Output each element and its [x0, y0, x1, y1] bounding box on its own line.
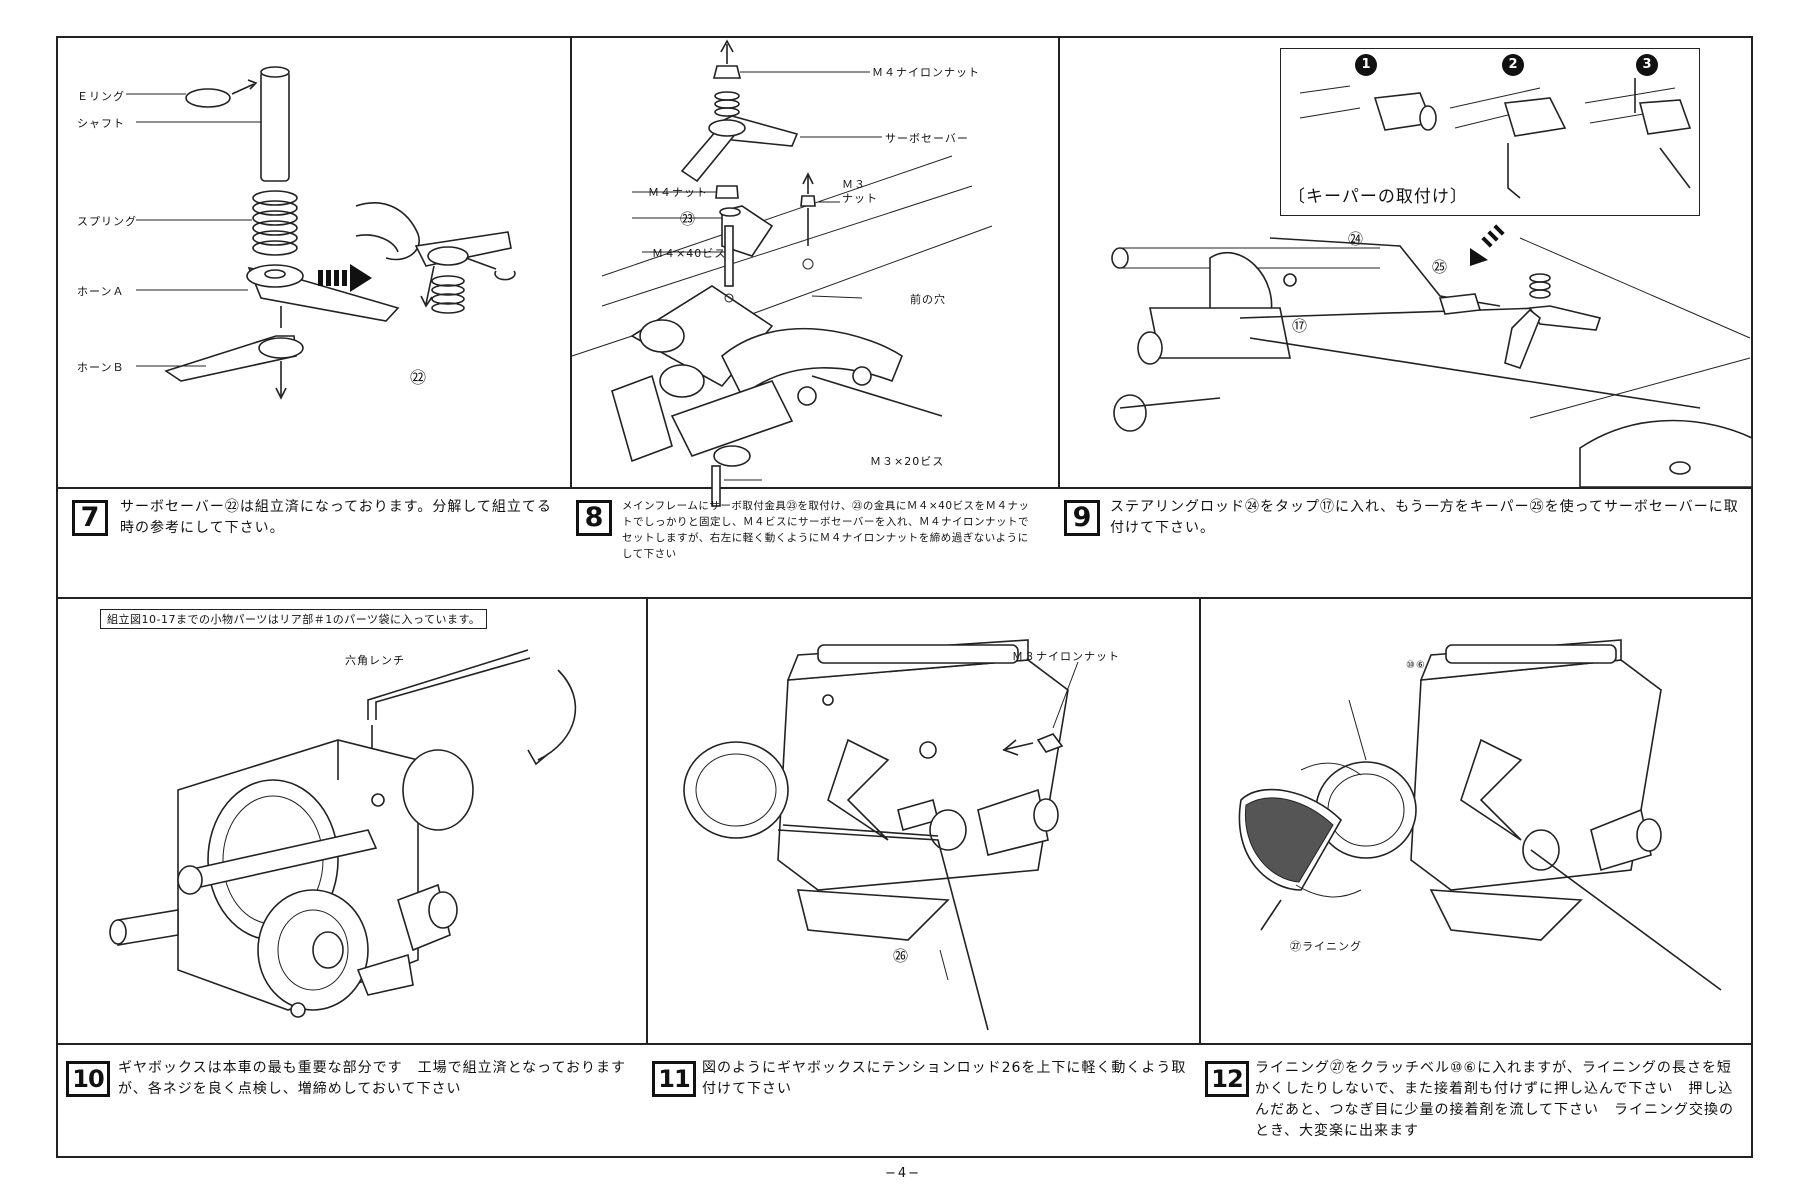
- label-m3-nut: Ｍ３ ナット: [842, 178, 878, 205]
- label-m4-nylon-nut: Ｍ４ナイロンナット: [872, 66, 980, 79]
- label-m3-nylon-nut: Ｍ３ナイロンナット: [1012, 650, 1120, 663]
- part-number-22: ㉒: [410, 368, 428, 387]
- divider-col-2: [1058, 36, 1060, 487]
- label-horn-b: ホーンＢ: [77, 361, 125, 374]
- divider-col-4: [1199, 597, 1201, 1043]
- servo-saver-exploded-diagram: [126, 66, 516, 400]
- step-10-number: 10: [66, 1061, 110, 1097]
- step-7-text: サーボセーバー㉒は組立済になっております。分解して組立てる時の参考にして下さい。: [120, 499, 552, 536]
- step-9-number: 9: [1064, 500, 1100, 536]
- label-steering-rod-24: ㉔: [1348, 230, 1365, 248]
- step-7-number: 7: [72, 500, 108, 536]
- tension-rod-diagram: [683, 639, 1079, 1031]
- step-12-number: 12: [1205, 1061, 1249, 1097]
- keeper-caption: 〔キーパーの取付け〕: [1288, 187, 1468, 207]
- keeper-install-steps: [1299, 78, 1692, 199]
- servo-mount-diagram: [571, 39, 993, 507]
- clutch-lining-diagram: [1238, 639, 1722, 991]
- step-8-text: メインフレームにサーボ取付金具㉓を取付け、㉓の金具にＭ４×40ビスをＭ４ナットで…: [622, 500, 1030, 560]
- steering-rod-diagram: [1111, 224, 1753, 488]
- step-12-text: ライニング㉗をクラッチベル⑩⑥に入れますが、ライニングの長さを短かくしたりしない…: [1255, 1060, 1735, 1139]
- label-clutch-bell-106: ⑩⑥: [1406, 660, 1426, 671]
- label-front-hole: 前の穴: [910, 293, 946, 306]
- step-11-number: 11: [652, 1061, 696, 1097]
- keeper-inset-box: [1280, 48, 1700, 216]
- divider-bottom-row: [56, 1043, 1753, 1045]
- step-9-text: ステアリングロッド㉔をタップ⑰に入れ、もう一方をキーパー㉕を使ってサーボセーバー…: [1110, 499, 1739, 536]
- label-horn-a: ホーンＡ: [77, 285, 125, 298]
- label-m3x20-screw: Ｍ３×20ビス: [870, 455, 945, 468]
- parts-bag-notice: 組立図10‐17までの小物パーツはリア部＃1のパーツ袋に入っています。: [100, 609, 488, 629]
- label-tap-17: ⑰: [1292, 317, 1309, 335]
- keeper-step-1: 1: [1355, 54, 1377, 76]
- label-keeper-25: ㉕: [1432, 258, 1449, 276]
- divider-top-row: [56, 487, 1753, 489]
- label-m4x40-screw: Ｍ４×40ビス: [652, 247, 727, 260]
- label-m4-nut: Ｍ４ナット: [648, 186, 708, 199]
- gearbox-diagram: [109, 649, 577, 1018]
- label-tension-rod-26: ㉖: [893, 947, 910, 965]
- label-e-ring: Ｅリング: [77, 90, 125, 103]
- divider-col-1: [570, 36, 572, 487]
- keeper-step-3: 3: [1636, 54, 1658, 76]
- divider-col-3: [646, 597, 648, 1043]
- page-number: −4−: [885, 1166, 922, 1181]
- step-11-text: 図のようにギヤボックスにテンションロッド26を上下に軽く動くよう取付けて下さい: [702, 1060, 1187, 1097]
- keeper-step-2: 2: [1502, 54, 1524, 76]
- label-bracket-23: ㉓: [680, 210, 697, 228]
- label-shaft: シャフト: [77, 117, 125, 130]
- label-hex-wrench: 六角レンチ: [345, 654, 405, 667]
- label-spring: スプリング: [77, 215, 137, 228]
- step-10-text: ギヤボックスは本車の最も重要な部分です 工場で組立済となっておりますが、各ネジを…: [118, 1060, 627, 1097]
- label-servo-saver: サーボセーバー: [885, 132, 969, 145]
- label-lining-27: ㉗ライニング: [1290, 940, 1362, 953]
- step-8-number: 8: [576, 500, 612, 536]
- divider-mid: [56, 597, 1753, 599]
